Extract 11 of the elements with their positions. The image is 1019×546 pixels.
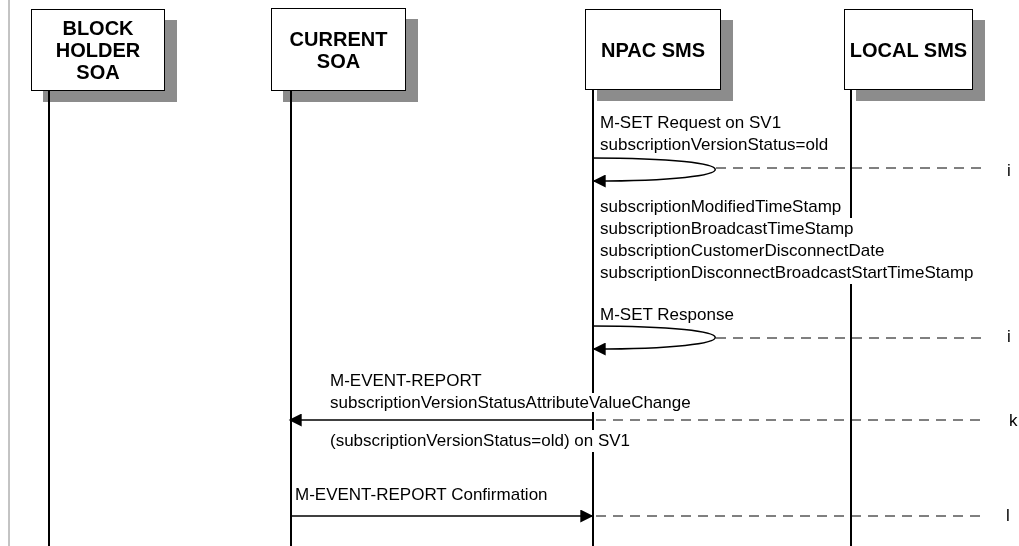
message-arrow (591, 325, 716, 356)
participant-box: NPAC SMS (585, 9, 721, 90)
note-text: subscriptionBroadcastTimeStamp (600, 218, 854, 240)
note-text: subscriptionDisconnectBroadcastStartTimeStamp (600, 262, 974, 284)
message-arrow (591, 157, 716, 188)
participant-box: CURRENT SOA (271, 8, 406, 91)
note-text: (subscriptionVersionStatus=old) on SV1 (330, 430, 631, 452)
message-arrow (289, 509, 594, 523)
participant-box: BLOCK HOLDER SOA (31, 9, 165, 91)
participant-box: LOCAL SMS (844, 9, 973, 90)
note-text: subscriptionCustomerDisconnectDate (600, 240, 885, 262)
